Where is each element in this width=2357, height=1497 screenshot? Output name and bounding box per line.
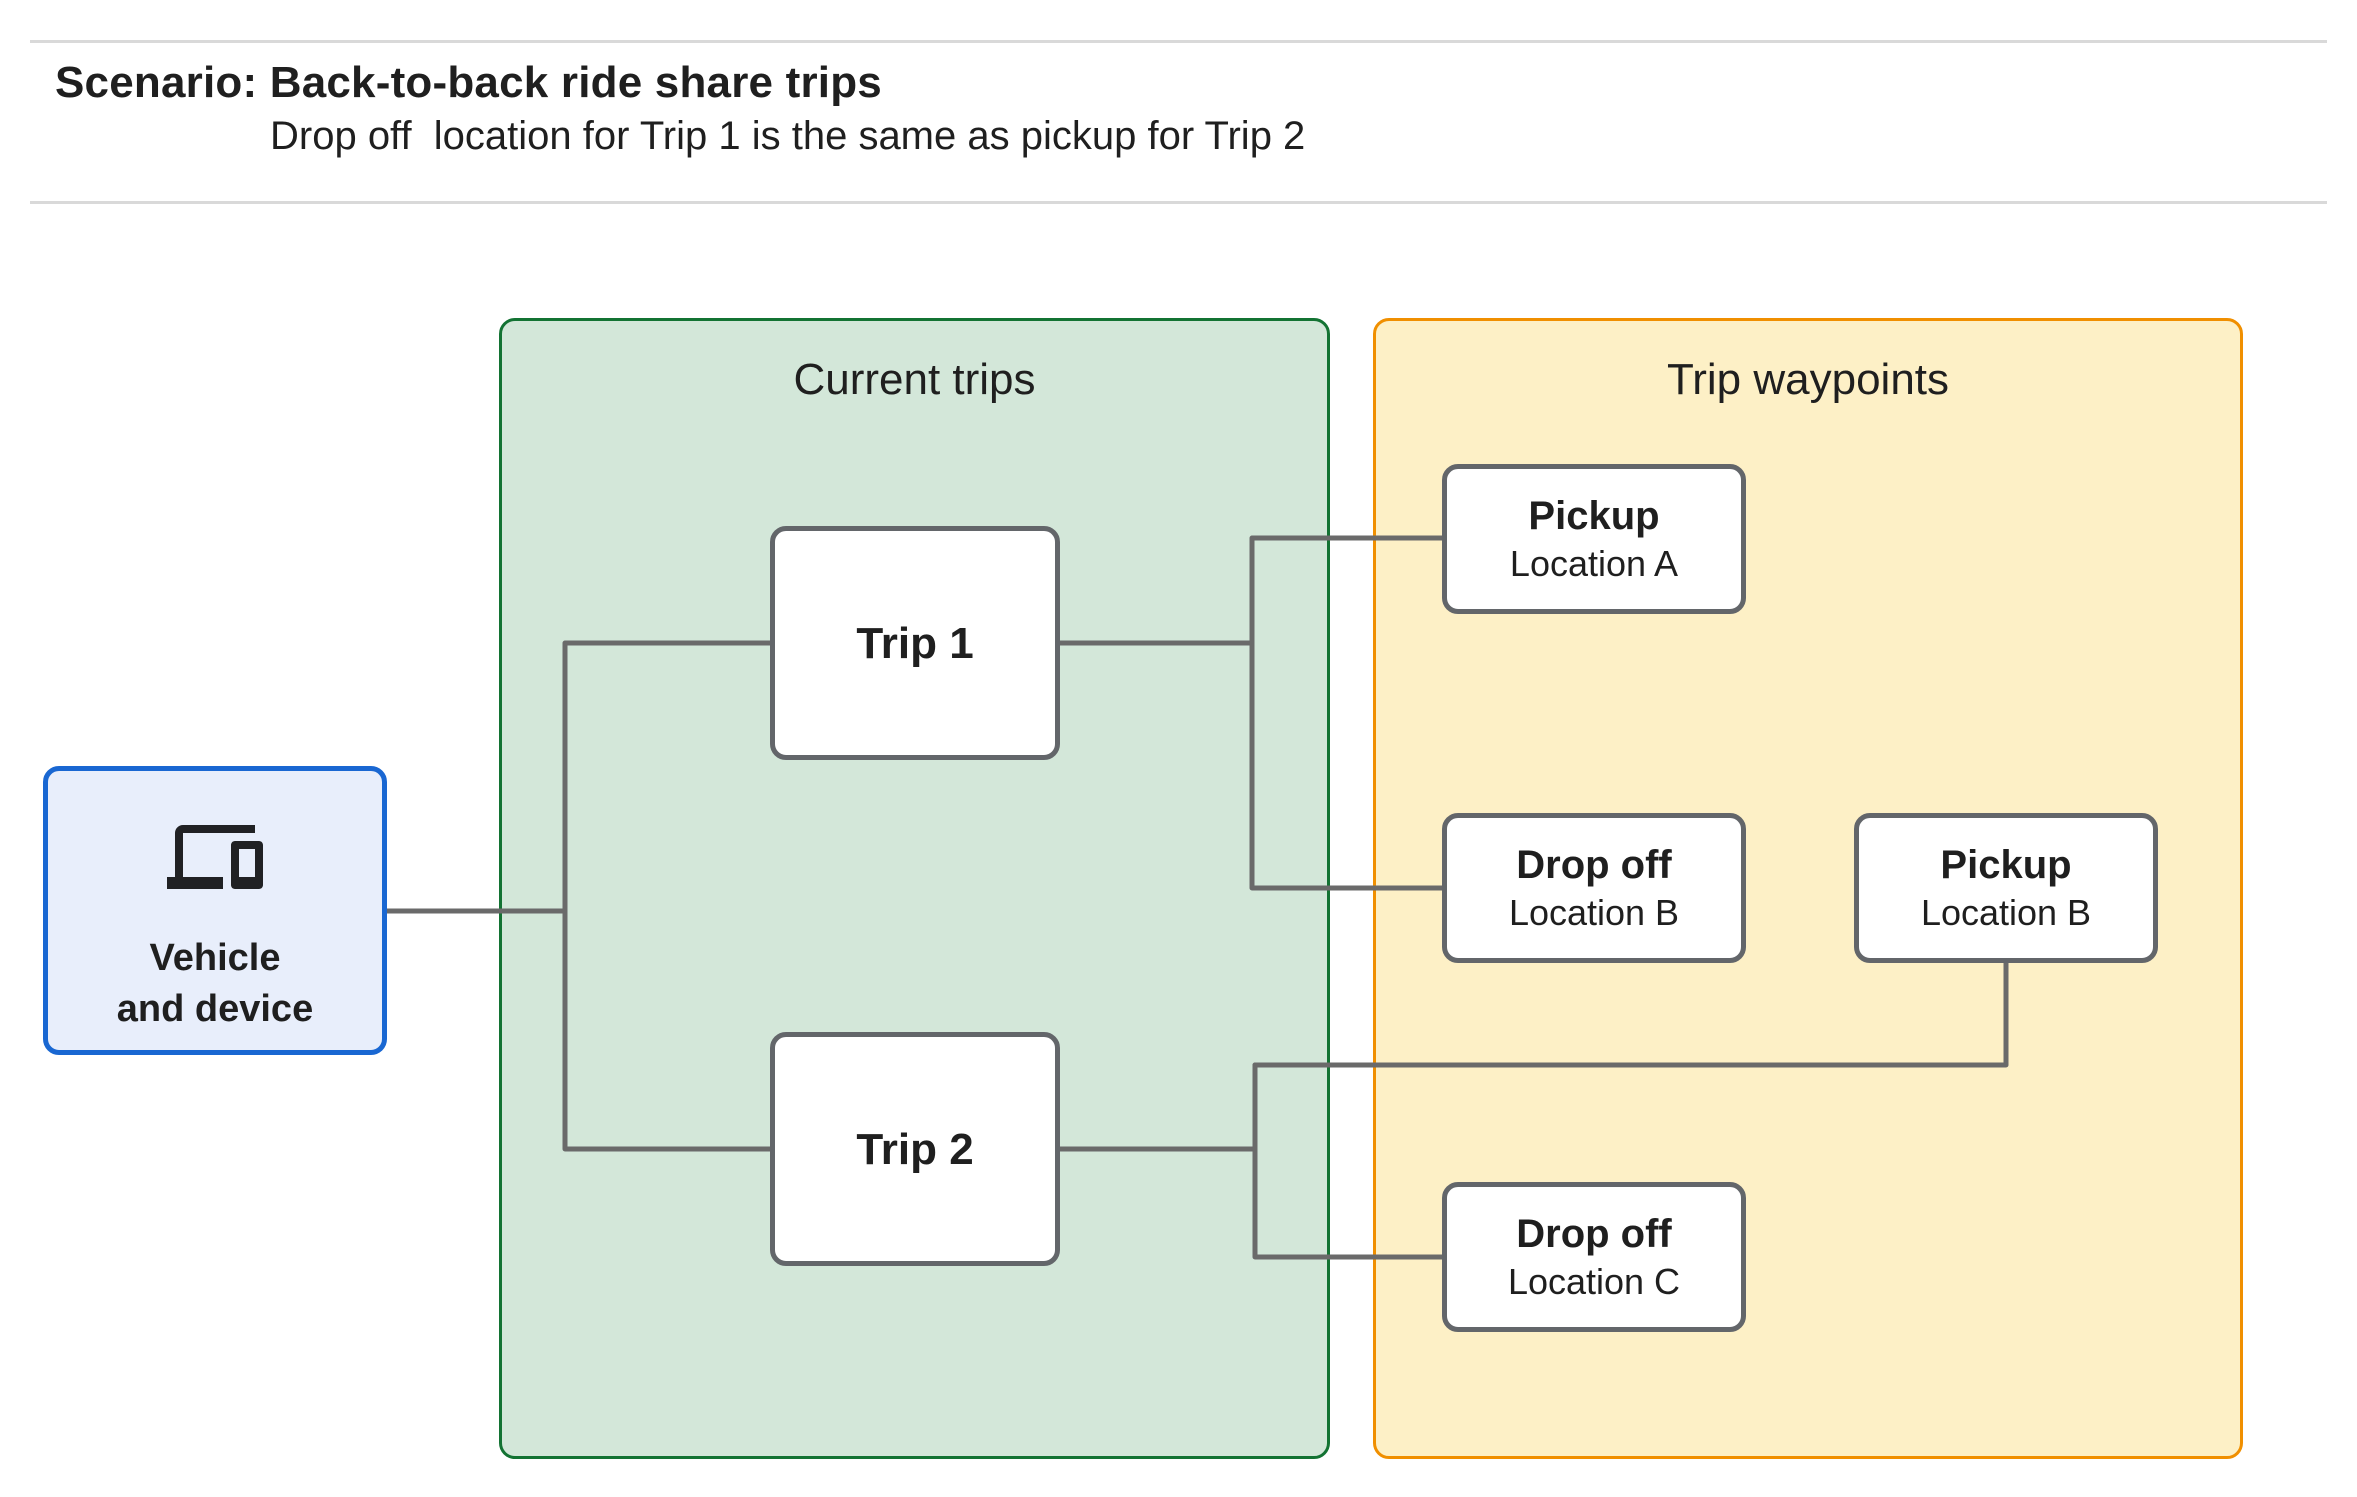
waypoint-title: Pickup [1940,842,2072,887]
waypoint-dropoff-location-b: Drop off Location B [1442,813,1746,963]
waypoint-title: Drop off [1516,1211,1672,1256]
waypoint-title: Drop off [1516,842,1672,887]
header-divider [30,201,2327,204]
waypoint-title: Pickup [1528,493,1660,538]
waypoint-subtitle: Location B [1508,891,1680,933]
trip-1-node: Trip 1 [770,526,1060,760]
vehicle-node: Vehicle and device [43,766,387,1055]
trip-waypoints-title: Trip waypoints [1666,355,1950,404]
trip-1-label: Trip 1 [856,618,974,668]
waypoint-dropoff-location-c: Drop off Location C [1442,1182,1746,1332]
devices-icon [167,825,263,889]
current-trips-panel: Current trips [499,318,1330,1459]
waypoint-pickup-location-b: Pickup Location B [1854,813,2158,963]
waypoint-pickup-location-a: Pickup Location A [1442,464,1746,614]
waypoint-subtitle: Location A [1509,542,1679,584]
waypoint-subtitle: Location C [1507,1260,1681,1302]
scenario-title: Scenario: Back-to-back ride share trips [55,58,882,107]
vehicle-label: Vehicle and device [117,933,313,1036]
waypoint-subtitle: Location B [1920,891,2092,933]
trip-2-node: Trip 2 [770,1032,1060,1266]
trip-2-label: Trip 2 [856,1124,974,1174]
vehicle-label-line2: and device [116,988,314,1031]
scenario-subtitle: Drop off location for Trip 1 is the same… [270,114,1306,158]
current-trips-title: Current trips [793,355,1036,404]
top-divider [30,40,2327,43]
vehicle-label-line1: Vehicle [149,937,281,979]
